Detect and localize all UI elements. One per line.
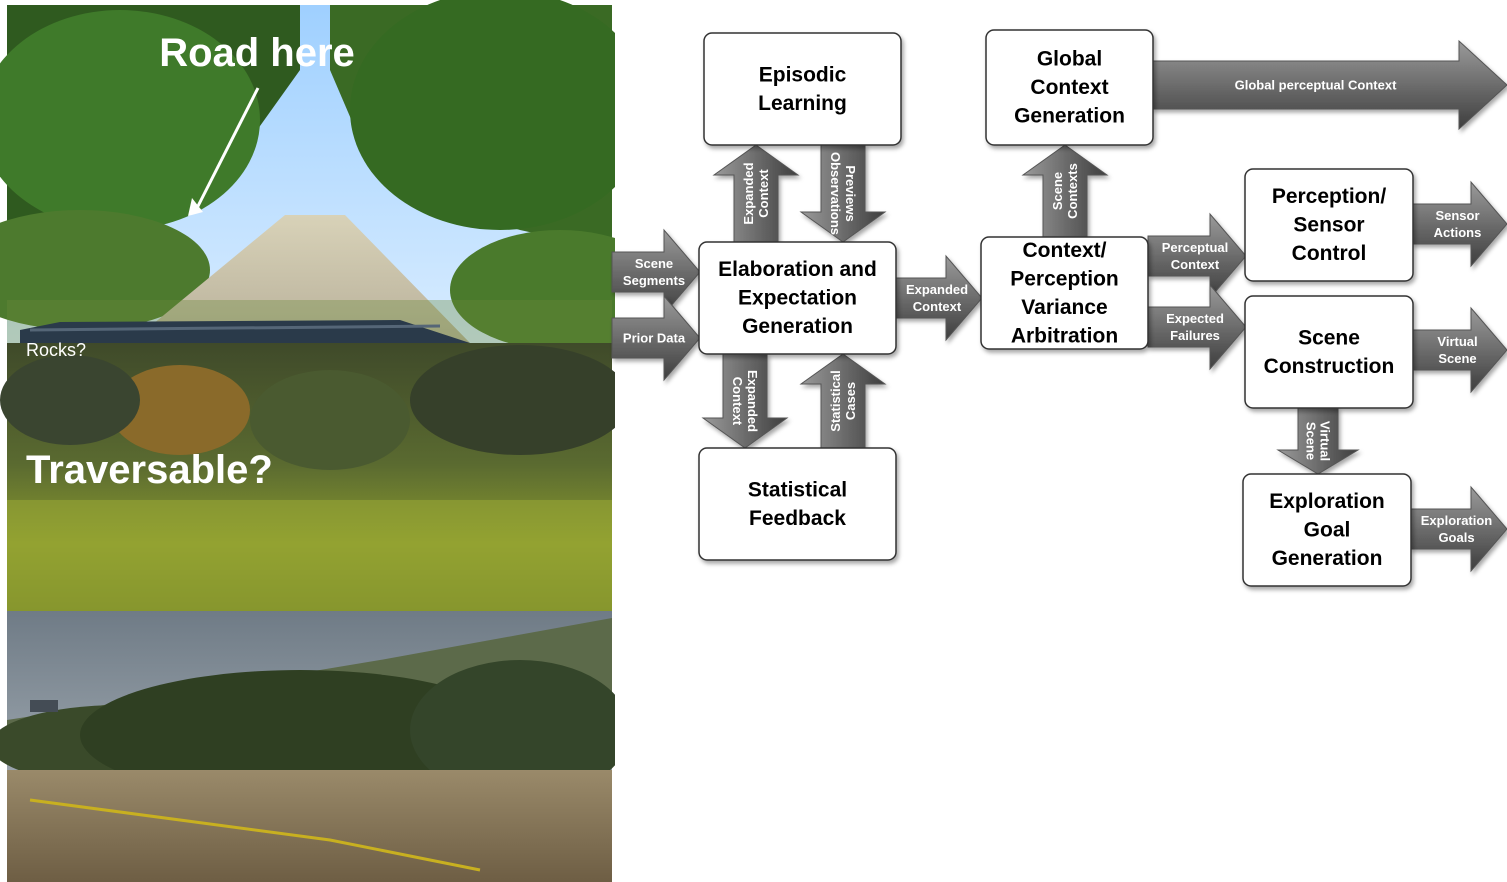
exploration-box-label-line: Generation	[1272, 547, 1383, 570]
expanded-ctx-down-label-line: Expanded	[745, 370, 760, 432]
exploration-goals-label-line: Exploration	[1421, 513, 1493, 528]
virtual-scene-right-label-line: Virtual	[1437, 334, 1477, 349]
perception-box-label-line: Perception/	[1272, 185, 1387, 208]
virtual-scene-right-label-line: Scene	[1438, 351, 1476, 366]
expected-failures-label-line: Failures	[1170, 328, 1220, 343]
elaboration-box-label-line: Generation	[742, 315, 853, 338]
road-here-annotation: Road here	[159, 31, 355, 75]
expanded-ctx-up-label-line: Context	[756, 169, 771, 218]
virtual-scene-down-label-line: Virtual	[1318, 421, 1333, 461]
exploration-box-label-line: Exploration	[1269, 490, 1385, 513]
elaboration-box-label-line: Elaboration and	[718, 258, 877, 281]
global-box-label-line: Context	[1030, 76, 1108, 99]
perception-box-label-line: Control	[1292, 242, 1367, 265]
context-box-label-line: Context/	[1023, 239, 1107, 262]
context-box-label-line: Perception	[1010, 267, 1119, 290]
perceptual-ctx-label-line: Context	[1171, 257, 1220, 272]
scene-contexts-label-line: Contexts	[1065, 163, 1080, 219]
scene-contexts-label-line: Scene	[1050, 172, 1065, 210]
previews-obs-label-line: Observations	[828, 152, 843, 235]
previews-obs-arrow	[799, 144, 887, 243]
field-photo	[0, 343, 615, 611]
episodic-box-label-line: Learning	[758, 92, 847, 115]
exploration-goals-arrow	[1409, 485, 1507, 573]
exploration-box-label-line: Goal	[1304, 519, 1351, 542]
context-box-label-line: Variance	[1021, 296, 1107, 319]
expanded-ctx-down-arrow	[701, 353, 789, 449]
road-photo	[0, 0, 615, 350]
context-box-label-line: Arbitration	[1011, 324, 1118, 347]
rocks-annotation: Rocks?	[26, 340, 86, 360]
virtual-scene-down-arrow	[1276, 407, 1360, 475]
statistical-box-label-line: Feedback	[749, 507, 846, 530]
statistical-box-label-line: Statistical	[748, 478, 847, 501]
sensor-actions-label-line: Actions	[1434, 225, 1482, 240]
expanded-ctx-up-label-line: Expanded	[741, 162, 756, 224]
expanded-ctx-down-label-line: Context	[730, 377, 745, 426]
previews-obs-label-line: Previews	[843, 165, 858, 221]
global-box-label-line: Generation	[1014, 105, 1125, 128]
perceptual-ctx-arrow	[1147, 212, 1247, 300]
global-box-label-line: Global	[1037, 48, 1102, 71]
scene-box-label-line: Construction	[1264, 355, 1395, 378]
bush-photo	[0, 611, 615, 882]
scene-segments-label-line: Scene	[635, 256, 673, 271]
elaboration-box-label-line: Expectation	[738, 287, 857, 310]
prior-data-label-line: Prior Data	[623, 331, 686, 346]
perception-box-label-line: Sensor	[1293, 214, 1364, 237]
exploration-goals-label-line: Goals	[1438, 530, 1474, 545]
episodic-box-label-line: Episodic	[759, 63, 847, 86]
global-perceptual-label-line: Global perceptual Context	[1235, 78, 1397, 93]
sensor-actions-arrow	[1411, 180, 1507, 268]
perceptual-ctx-label-line: Perceptual	[1162, 240, 1228, 255]
expanded-ctx-right-arrow	[895, 254, 983, 342]
traversable-annotation: Traversable?	[26, 448, 273, 492]
scene-contexts-arrow	[1021, 144, 1109, 238]
statistical-cases-label-line: Cases	[843, 382, 858, 420]
statistical-cases-label-line: Statistical	[828, 370, 843, 431]
prior-data-arrow	[611, 294, 701, 382]
expanded-ctx-right-label-line: Expanded	[906, 282, 968, 297]
expected-failures-label-line: Expected	[1166, 311, 1224, 326]
global-perceptual-arrow	[1151, 39, 1507, 131]
expected-failures-arrow	[1147, 283, 1247, 371]
scene-segments-arrow	[611, 228, 701, 316]
scene-box-label-line: Scene	[1298, 326, 1360, 349]
sensor-actions-label-line: Sensor	[1435, 208, 1479, 223]
virtual-scene-down-label-line: Scene	[1304, 422, 1319, 460]
statistical-cases-arrow	[799, 353, 887, 449]
scene-segments-label-line: Segments	[623, 273, 685, 288]
expanded-ctx-right-label-line: Context	[913, 299, 962, 314]
photo-column: Road here Rocks? Traversable?	[0, 0, 615, 882]
expanded-ctx-up-arrow	[712, 144, 800, 243]
virtual-scene-right-arrow	[1411, 306, 1507, 394]
